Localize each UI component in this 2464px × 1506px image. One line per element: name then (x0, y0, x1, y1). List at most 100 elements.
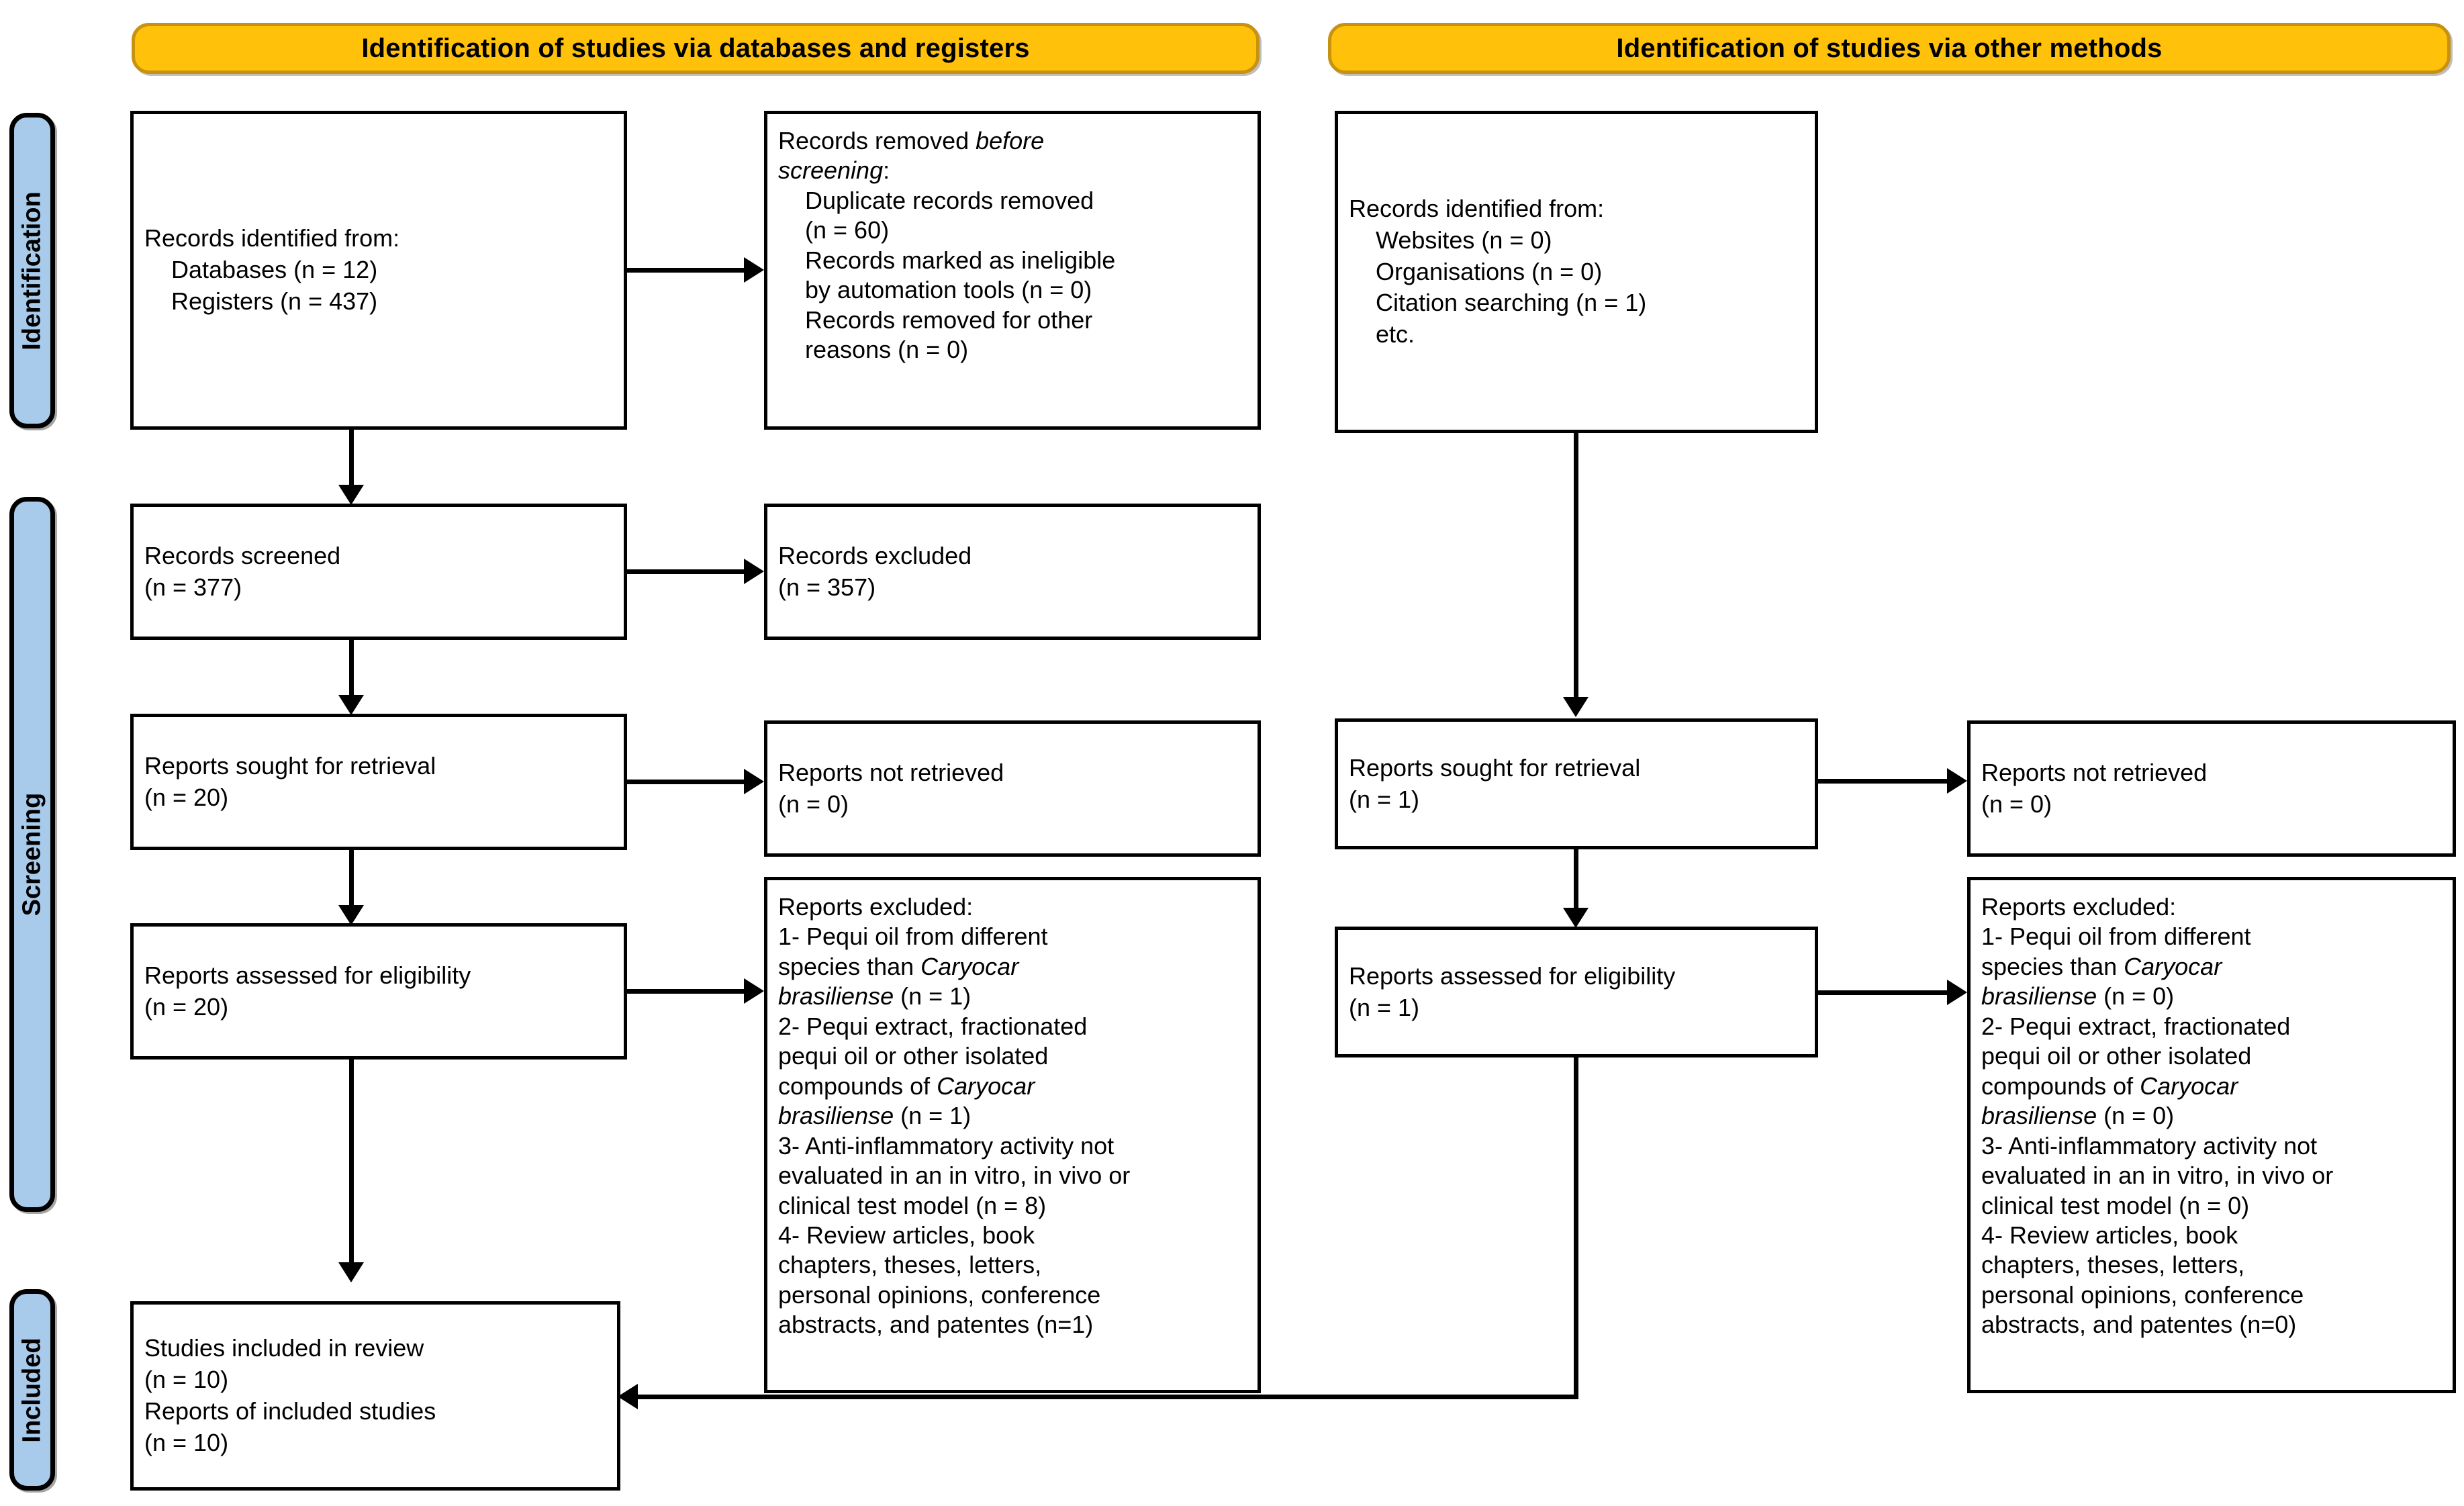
arrowhead-sought-to-assessed-right (1563, 908, 1589, 928)
records-identified-other-line1: Records identified from: (1349, 195, 1605, 222)
banner-databases-registers-label: Identification of studies via databases … (361, 33, 1030, 63)
reports-excluded-right-r1b: species than (1981, 952, 2124, 980)
records-removed-heading-plain: Records removed (778, 127, 976, 154)
arrowhead-assessed-to-excluded-right (1947, 980, 1967, 1005)
reports-excluded-left-r3a: 3- Anti-inflammatory activity not (778, 1131, 1115, 1160)
reports-excluded-left-r1-species: brasiliense (778, 982, 894, 1010)
box-studies-included: Studies included in review (n = 10) Repo… (130, 1301, 620, 1491)
connector-sought-to-assessed-left (349, 850, 354, 910)
reports-not-retrieved-left-n: (n = 0) (778, 790, 849, 818)
reports-excluded-right-r4b: chapters, theses, letters, (1981, 1251, 2245, 1279)
stage-label-identification: Identification (9, 113, 55, 428)
reports-excluded-left-r2a: 2- Pequi extract, fractionated (778, 1012, 1088, 1040)
reports-excluded-left-r3c: clinical test model (n = 8) (778, 1191, 1047, 1219)
records-excluded-line1: Records excluded (778, 541, 972, 569)
connector-sought-to-not-retrieved-left (627, 780, 744, 784)
box-reports-assessed-left: Reports assessed for eligibility (n = 20… (130, 923, 627, 1060)
stage-label-screening: Screening (9, 497, 55, 1212)
arrowhead-assessed-to-excluded-left (744, 978, 764, 1004)
records-identified-registers: Registers (n = 437) (144, 287, 378, 315)
arrowhead-other-identified-to-sought (1563, 697, 1589, 717)
reports-excluded-left-r4d: abstracts, and patentes (n=1) (778, 1311, 1094, 1339)
box-reports-not-retrieved-right: Reports not retrieved (n = 0) (1967, 720, 2456, 857)
reports-excluded-right-r1a: 1- Pequi oil from different (1981, 923, 2251, 951)
records-identified-line1: Records identified from: (144, 224, 400, 252)
records-removed-heading-colon: : (883, 156, 890, 185)
arrowhead-identified-to-screened (338, 485, 364, 505)
records-removed-other-n: reasons (n = 0) (778, 336, 969, 364)
reports-excluded-right-heading: Reports excluded: (1981, 893, 2177, 921)
reports-not-retrieved-left-line1: Reports not retrieved (778, 758, 1004, 786)
records-removed-heading-italic-screening: screening (778, 156, 884, 185)
reports-excluded-left-r2c: compounds of (778, 1072, 937, 1100)
reports-excluded-left-r1-genus: Caryocar (920, 952, 1019, 980)
reports-excluded-right-r2a: 2- Pequi extract, fractionated (1981, 1012, 2291, 1040)
arrowhead-sought-to-not-retrieved-left (744, 769, 764, 794)
studies-included-n: (n = 10) (144, 1366, 229, 1394)
reports-of-included-n: (n = 10) (144, 1428, 229, 1456)
reports-excluded-right-r2c: compounds of (1981, 1072, 2140, 1100)
reports-excluded-left-heading: Reports excluded: (778, 893, 974, 921)
connector-identified-to-removed (627, 268, 744, 273)
reports-sought-left-n: (n = 20) (144, 783, 229, 811)
box-reports-excluded-left: Reports excluded: 1- Pequi oil from diff… (764, 877, 1261, 1393)
reports-excluded-left-r1a: 1- Pequi oil from different (778, 923, 1048, 951)
stage-label-identification-text: Identification (17, 191, 46, 350)
records-identified-organisations: Organisations (n = 0) (1349, 257, 1603, 285)
stage-label-included-text: Included (17, 1337, 46, 1443)
reports-excluded-right-r3a: 3- Anti-inflammatory activity not (1981, 1131, 2318, 1160)
arrowhead-assessed-to-included (338, 1262, 364, 1282)
records-identified-etc: etc. (1349, 320, 1415, 348)
box-records-identified-other-methods: Records identified from: Websites (n = 0… (1335, 111, 1818, 433)
reports-of-included-line: Reports of included studies (144, 1397, 436, 1425)
records-excluded-n: (n = 357) (778, 573, 876, 601)
connector-assessed-to-excluded-right (1818, 990, 1947, 995)
reports-excluded-left-r4c: personal opinions, conference (778, 1280, 1101, 1309)
box-records-identified-databases: Records identified from: Databases (n = … (130, 111, 627, 430)
connector-right-assessed-down (1574, 1057, 1578, 1399)
reports-assessed-left-line1: Reports assessed for eligibility (144, 961, 471, 989)
reports-excluded-right-r1-n: (n = 0) (2097, 982, 2175, 1010)
reports-excluded-left-r2-species: brasiliense (778, 1102, 894, 1130)
reports-sought-right-n: (n = 1) (1349, 785, 1420, 813)
box-records-excluded: Records excluded (n = 357) (764, 504, 1261, 640)
reports-excluded-left-r4a: 4- Review articles, book (778, 1221, 1035, 1249)
box-reports-assessed-right: Reports assessed for eligibility (n = 1) (1335, 927, 1818, 1057)
records-removed-duplicate-n: (n = 60) (778, 216, 890, 244)
reports-excluded-right-r3c: clinical test model (n = 0) (1981, 1191, 2250, 1219)
banner-databases-registers: Identification of studies via databases … (132, 23, 1260, 74)
records-removed-ineligible: Records marked as ineligible (778, 246, 1116, 274)
records-identified-databases: Databases (n = 12) (144, 256, 378, 284)
connector-identified-to-screened (349, 430, 354, 490)
connector-right-assessed-to-included (638, 1395, 1578, 1399)
records-identified-websites: Websites (n = 0) (1349, 226, 1552, 254)
records-removed-duplicate: Duplicate records removed (778, 186, 1094, 214)
arrowhead-sought-to-assessed-left (338, 905, 364, 925)
reports-sought-right-line1: Reports sought for retrieval (1349, 753, 1641, 782)
banner-other-methods: Identification of studies via other meth… (1328, 23, 2451, 74)
connector-other-identified-to-sought (1574, 433, 1578, 702)
arrowhead-sought-to-not-retrieved-right (1947, 768, 1967, 794)
reports-excluded-right-r2b: pequi oil or other isolated (1981, 1042, 2252, 1070)
box-reports-not-retrieved-left: Reports not retrieved (n = 0) (764, 720, 1261, 857)
records-removed-other: Records removed for other (778, 305, 1093, 334)
box-reports-excluded-right: Reports excluded: 1- Pequi oil from diff… (1967, 877, 2456, 1393)
connector-assessed-to-included (349, 1060, 354, 1268)
reports-assessed-left-n: (n = 20) (144, 992, 229, 1021)
arrowhead-right-assessed-to-included (618, 1384, 638, 1409)
records-removed-heading-italic-before: before (976, 127, 1045, 154)
reports-excluded-left-r3b: evaluated in an in vitro, in vivo or (778, 1162, 1131, 1190)
reports-excluded-right-r4a: 4- Review articles, book (1981, 1221, 2238, 1249)
connector-screened-to-sought (349, 640, 354, 700)
connector-sought-to-assessed-right (1574, 849, 1578, 913)
box-records-screened: Records screened (n = 377) (130, 504, 627, 640)
reports-excluded-right-r1-genus: Caryocar (2124, 952, 2222, 980)
reports-excluded-left-r2-n: (n = 1) (894, 1102, 972, 1130)
arrowhead-screened-to-sought (338, 695, 364, 715)
reports-excluded-left-r1b: species than (778, 952, 921, 980)
reports-not-retrieved-right-line1: Reports not retrieved (1981, 758, 2208, 786)
reports-excluded-right-r2-n: (n = 0) (2097, 1102, 2175, 1130)
stage-label-included: Included (9, 1289, 55, 1491)
reports-excluded-right-r1-species: brasiliense (1981, 982, 2097, 1010)
box-records-removed-before-screening: Records removed before screening: Duplic… (764, 111, 1261, 430)
